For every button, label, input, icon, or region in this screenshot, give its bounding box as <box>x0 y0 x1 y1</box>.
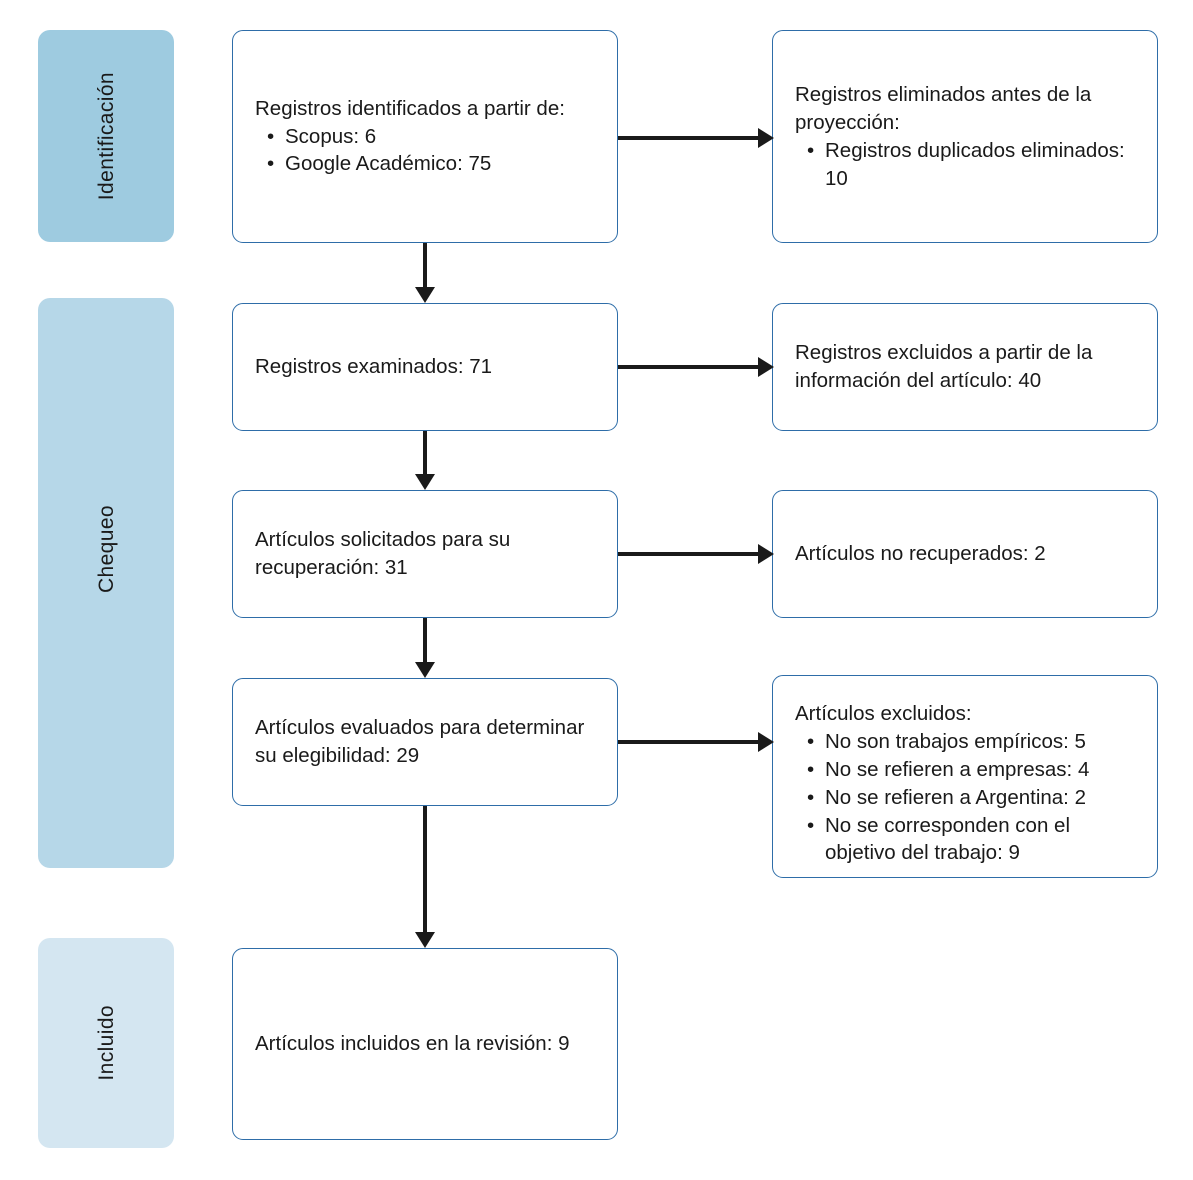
box-records-identified-bullets: Scopus: 6 Google Académico: 75 <box>255 123 595 179</box>
box-articles-excluded: Artículos excluidos: No son trabajos emp… <box>772 675 1158 878</box>
box-articles-not-retrieved-title: Artículos no recuperados: 2 <box>795 542 1046 566</box>
box-articles-included-in-review-title: Artículos incluidos en la revisión: 9 <box>255 1032 570 1056</box>
box-records-screened-title: Registros examinados: 71 <box>255 355 493 379</box>
list-item: Scopus: 6 <box>255 123 595 151</box>
list-item: Google Académico: 75 <box>255 150 595 178</box>
list-item: No se refieren a empresas: 4 <box>795 756 1135 784</box>
box-articles-not-retrieved: Artículos no recuperados: 2 <box>772 490 1158 618</box>
list-item: No se refieren a Argentina: 2 <box>795 784 1135 812</box>
box-records-excluded-by-article-info-title: Registros excluidos a partir de la infor… <box>795 341 1093 392</box>
box-articles-excluded-bullets: No son trabajos empíricos: 5 No se refie… <box>795 728 1135 867</box>
box-records-removed-before-screening-bullets: Registros duplicados eliminados: 10 <box>795 137 1135 193</box>
box-records-removed-before-screening: Registros eliminados antes de la proyecc… <box>772 30 1158 243</box>
box-records-identified: Registros identificados a partir de: Sco… <box>232 30 618 243</box>
box-records-removed-before-screening-title: Registros eliminados antes de la proyecc… <box>795 83 1092 134</box>
arrow-sought-to-not-retrieved <box>618 542 774 566</box>
stage-identificacion-label: Identificación <box>94 71 118 201</box>
arrow-screened-to-excluded-info <box>618 355 774 379</box>
arrow-sought-to-assessed <box>413 618 437 680</box>
arrow-identified-to-removed <box>618 126 774 150</box>
box-articles-assessed-for-eligibility: Artículos evaluados para determinar su e… <box>232 678 618 806</box>
arrow-assessed-to-included <box>413 806 437 950</box>
stage-incluido-label: Incluido <box>94 1005 118 1081</box>
box-articles-sought-for-retrieval-title: Artículos solicitados para su recuperaci… <box>255 528 511 579</box>
arrow-assessed-to-excluded-reasons <box>618 730 774 754</box>
box-records-excluded-by-article-info: Registros excluidos a partir de la infor… <box>772 303 1158 431</box>
list-item: No se corresponden con el objetivo del t… <box>795 812 1135 868</box>
list-item: Registros duplicados eliminados: 10 <box>795 137 1135 193</box>
box-articles-assessed-for-eligibility-title: Artículos evaluados para determinar su e… <box>255 716 585 767</box>
box-articles-sought-for-retrieval: Artículos solicitados para su recuperaci… <box>232 490 618 618</box>
arrow-identified-to-screened <box>413 243 437 305</box>
stage-chequeo-label: Chequeo <box>94 504 118 594</box>
stage-chequeo: Chequeo <box>38 298 174 868</box>
arrow-screened-to-sought <box>413 431 437 492</box>
stage-incluido: Incluido <box>38 938 174 1148</box>
box-records-screened: Registros examinados: 71 <box>232 303 618 431</box>
box-records-identified-title: Registros identificados a partir de: <box>255 96 565 120</box>
list-item: No son trabajos empíricos: 5 <box>795 728 1135 756</box>
box-articles-included-in-review: Artículos incluidos en la revisión: 9 <box>232 948 618 1140</box>
stage-identificacion: Identificación <box>38 30 174 242</box>
box-articles-excluded-title: Artículos excluidos: <box>795 702 972 725</box>
